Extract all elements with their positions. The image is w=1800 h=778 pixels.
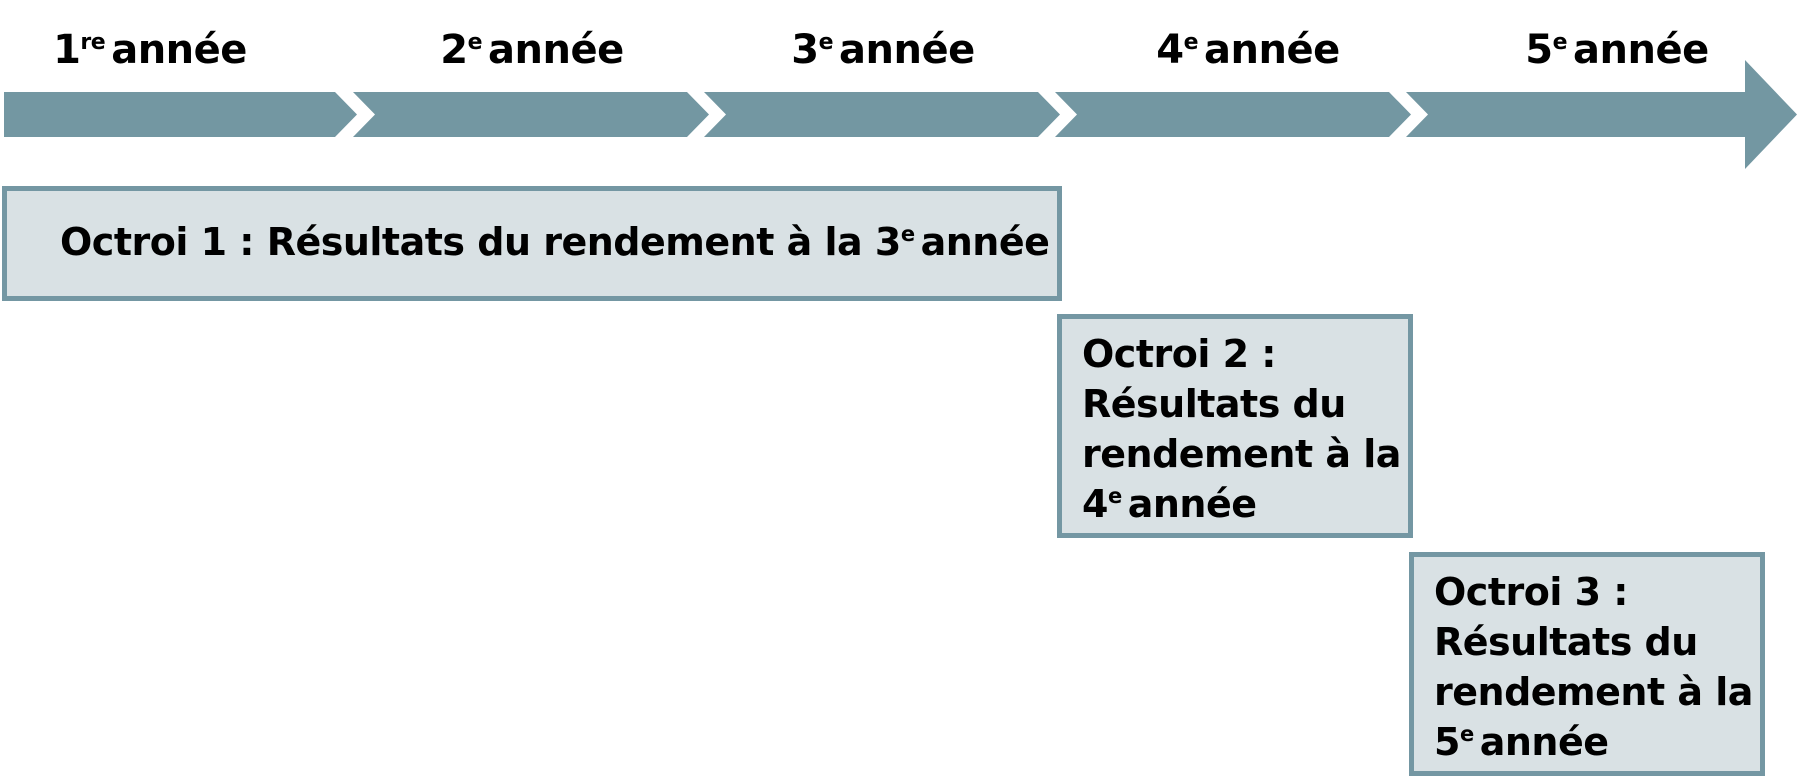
grant-3-box: Octroi 3 : Résultats du rendement à la 5… [1409, 552, 1765, 776]
timeline-segment-4 [1055, 92, 1411, 137]
grant-1-year-word: année [920, 220, 1050, 264]
grant-2-line-1: Résultats du [1082, 382, 1346, 426]
timeline-segment-5-arrowhead [1406, 60, 1797, 169]
grant-1-text: Résultats du rendement à la [266, 220, 863, 264]
year-2-suffix: e [467, 30, 483, 55]
year-5-suffix: e [1552, 30, 1568, 55]
year-2-number: 2 [440, 27, 468, 73]
year-4-word: année [1204, 27, 1340, 73]
grant-2-line-2: rendement à la [1082, 432, 1401, 476]
year-5-word: année [1573, 27, 1709, 73]
timeline-segment-2 [353, 92, 709, 137]
grant-3-year-word: année [1479, 720, 1609, 764]
grant-1-year-suffix: e [900, 222, 915, 246]
timeline-segments [4, 60, 1797, 169]
year-4-suffix: e [1183, 30, 1199, 55]
grant-3-year-number: 5 [1434, 720, 1460, 764]
year-3-suffix: e [818, 30, 834, 55]
grant-2-label: Octroi 2 : [1082, 332, 1276, 376]
year-4-number: 4 [1156, 27, 1184, 73]
year-1-number: 1 [53, 27, 81, 73]
grant-3-label: Octroi 3 : [1434, 570, 1628, 614]
year-1-suffix: re [80, 30, 106, 55]
year-3-word: année [839, 27, 975, 73]
grant-3-line-2: rendement à la [1434, 670, 1753, 714]
timeline-segment-1 [4, 92, 357, 137]
year-2-word: année [488, 27, 624, 73]
grant-2-year-word: année [1127, 482, 1257, 526]
grant-1-label: Octroi 1 : [60, 220, 254, 264]
grant-1-year-number: 3 [874, 220, 901, 264]
grant-2-year-number: 4 [1082, 482, 1108, 526]
timeline-segment-3 [704, 92, 1060, 137]
year-1-word: année [111, 27, 247, 73]
grant-2-box: Octroi 2 : Résultats du rendement à la 4… [1057, 314, 1413, 538]
grant-2-year-suffix: e [1107, 484, 1122, 508]
grant-1-box: Octroi 1 : Résultats du rendement à la 3… [2, 186, 1062, 301]
year-3-number: 3 [791, 27, 819, 73]
grant-3-year-suffix: e [1459, 722, 1474, 746]
year-5-number: 5 [1525, 27, 1553, 73]
timeline-arrow [4, 60, 1797, 169]
grant-3-line-1: Résultats du [1434, 620, 1698, 664]
